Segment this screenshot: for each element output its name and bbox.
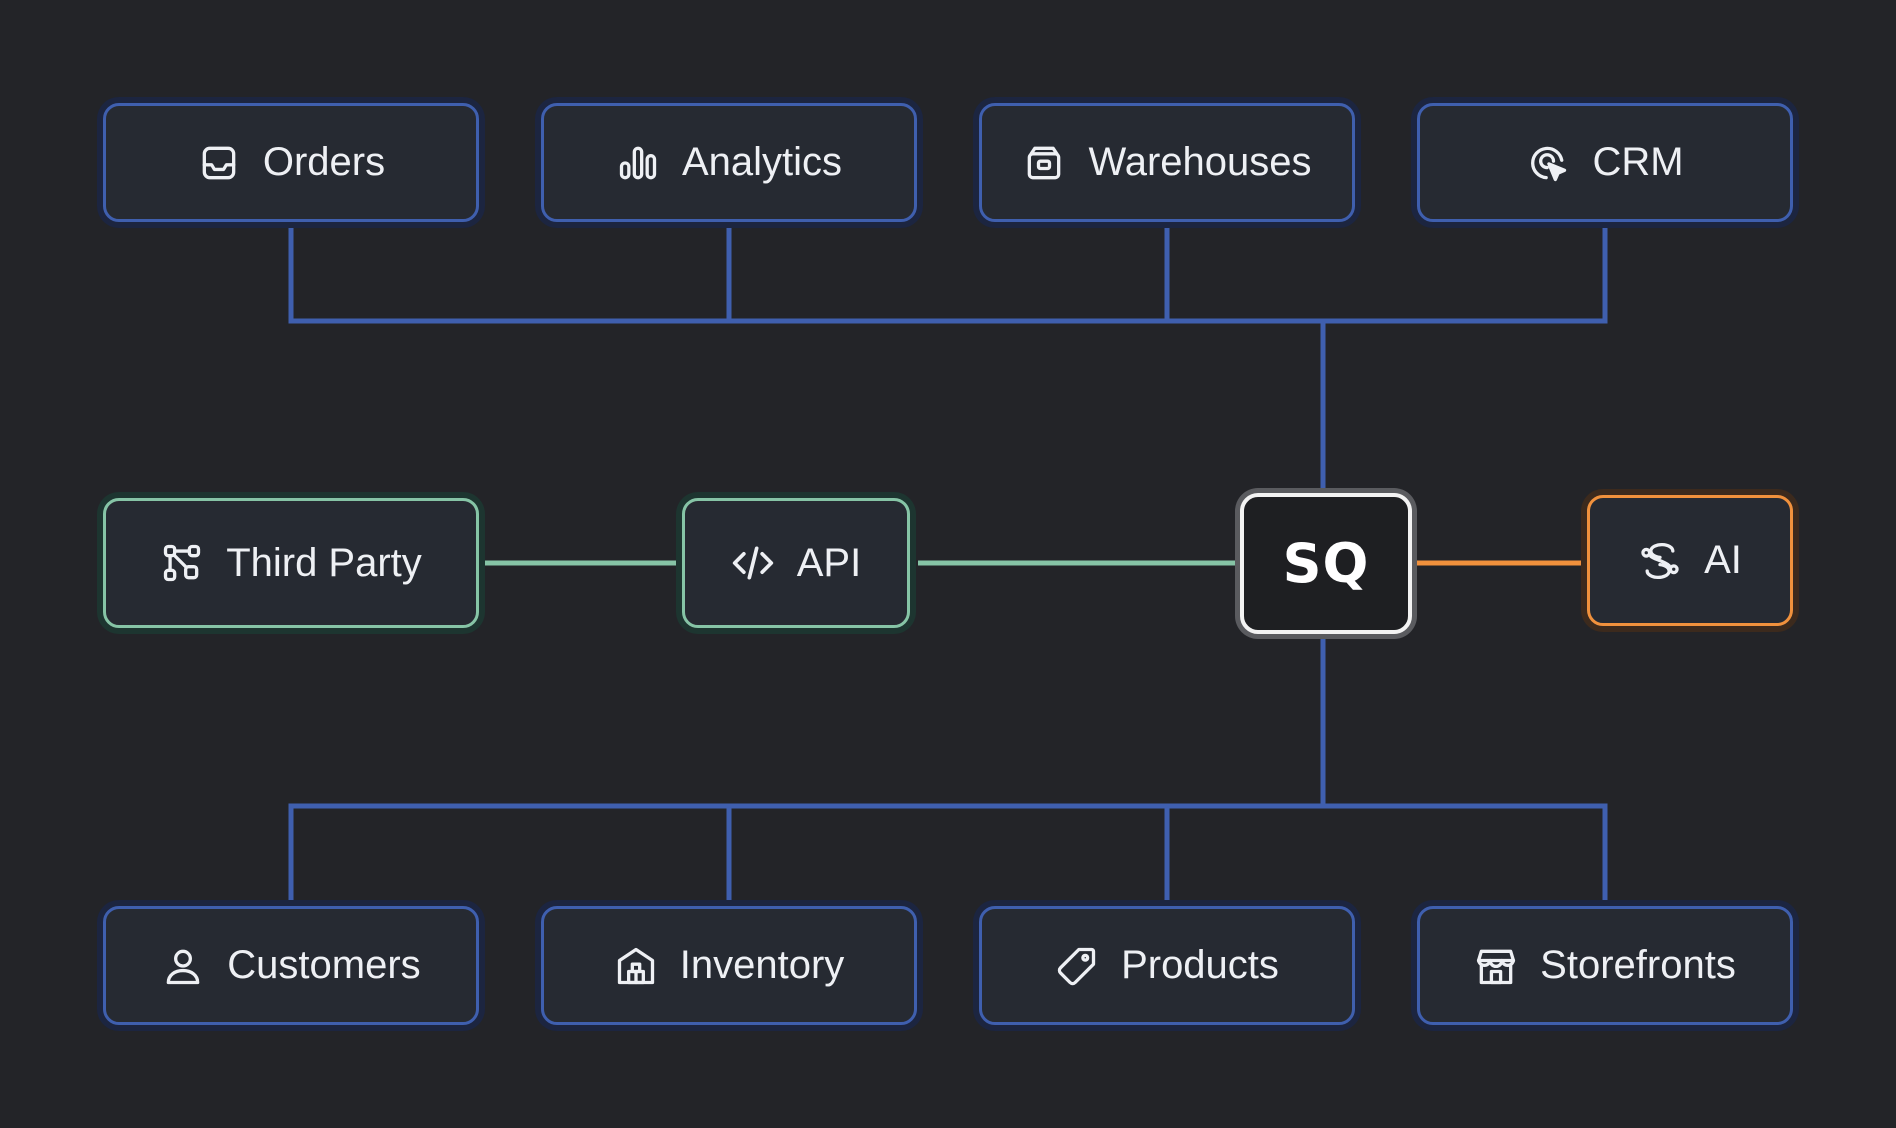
ai-label: AI: [1704, 538, 1742, 583]
third-party-node[interactable]: Third Party: [103, 498, 479, 628]
analytics-node[interactable]: Analytics: [541, 103, 917, 222]
code-icon: [731, 541, 775, 585]
orders-label: Orders: [263, 140, 385, 185]
storefronts-label: Storefronts: [1540, 943, 1736, 988]
third-party-label: Third Party: [226, 541, 422, 586]
bottom-connectors: [289, 637, 1608, 903]
storefronts-node[interactable]: Storefronts: [1417, 906, 1793, 1025]
products-label: Products: [1121, 943, 1279, 988]
products-node[interactable]: Products: [979, 906, 1355, 1025]
user-icon: [161, 944, 205, 988]
target-cursor-icon: [1526, 141, 1570, 185]
crm-node[interactable]: CRM: [1417, 103, 1793, 222]
bar-chart-icon: [616, 141, 660, 185]
warehouses-label: Warehouses: [1088, 140, 1311, 185]
orders-node[interactable]: Orders: [103, 103, 479, 222]
sq-hub[interactable]: SQ: [1240, 493, 1412, 634]
api-node[interactable]: API: [682, 498, 910, 628]
top-connectors: [289, 225, 1608, 493]
hub-label: SQ: [1283, 532, 1370, 595]
warehouses-node[interactable]: Warehouses: [979, 103, 1355, 222]
inbox-icon: [197, 141, 241, 185]
customers-node[interactable]: Customers: [103, 906, 479, 1025]
ai-spiral-icon: [1638, 539, 1682, 583]
inventory-label: Inventory: [680, 943, 845, 988]
customers-label: Customers: [227, 943, 420, 988]
store-icon: [1474, 944, 1518, 988]
crm-label: CRM: [1592, 140, 1683, 185]
analytics-label: Analytics: [682, 140, 842, 185]
share-nodes-icon: [160, 541, 204, 585]
tag-icon: [1055, 944, 1099, 988]
warehouse-icon: [614, 944, 658, 988]
ai-node[interactable]: AI: [1587, 495, 1793, 626]
api-label: API: [797, 541, 861, 586]
inventory-node[interactable]: Inventory: [541, 906, 917, 1025]
package-icon: [1022, 141, 1066, 185]
